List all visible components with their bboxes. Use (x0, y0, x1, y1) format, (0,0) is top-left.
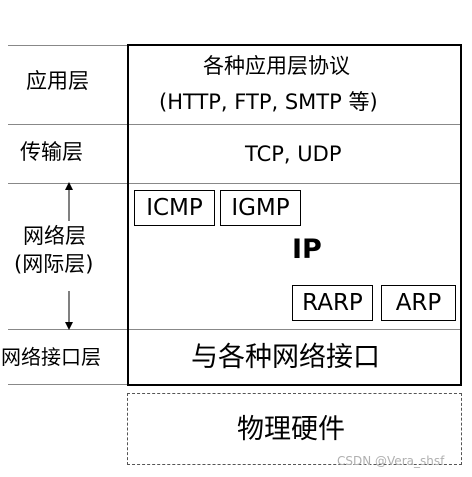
separator-bottom (8, 384, 128, 385)
physical-hardware-box (127, 393, 462, 465)
layer-label-application: 应用层 (26, 69, 89, 93)
separator-network-link (8, 329, 462, 330)
layer-label-transport: 传输层 (20, 140, 83, 164)
protocol-box-igmp: IGMP (220, 190, 301, 226)
protocol-ip: IP (292, 234, 322, 265)
separator-transport-network (8, 183, 462, 184)
protocol-box-rarp: RARP (292, 285, 373, 321)
protocol-box-arp: ARP (381, 285, 456, 321)
separator-top (8, 45, 128, 46)
separator-app-transport (8, 124, 462, 125)
application-protocols-title: 各种应用层协议 (203, 54, 350, 78)
physical-hardware-label: 物理硬件 (237, 414, 345, 445)
application-protocols-examples: (HTTP, FTP, SMTP 等) (159, 90, 378, 114)
layer-label-internet: (网际层) (14, 252, 94, 276)
layer-label-network-interface: 网络接口层 (1, 345, 101, 369)
protocol-box-icmp: ICMP (134, 190, 215, 226)
network-interface-content: 与各种网络接口 (191, 342, 380, 373)
transport-protocols: TCP, UDP (245, 142, 342, 166)
layer-label-network: 网络层 (23, 224, 86, 248)
watermark: CSDN @Vera_shsf (337, 454, 445, 468)
network-layer-span-arrow (65, 182, 73, 330)
protocol-stack-frame (127, 44, 462, 386)
